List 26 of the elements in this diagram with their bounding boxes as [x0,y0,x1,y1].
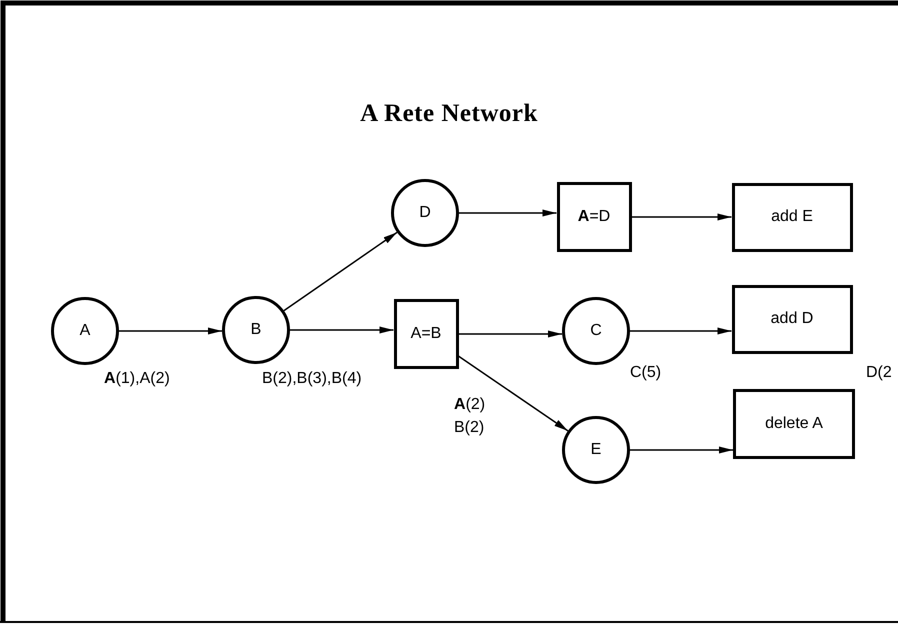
node-label: E [590,441,602,459]
arrow [284,232,398,312]
token-label: A(2) [454,396,486,414]
token-label: B(2),B(3),B(4) [262,370,362,388]
arrow [630,446,733,454]
arrow [458,356,568,432]
arrow [630,328,732,334]
node-label: add E [771,208,813,226]
arrow [290,326,394,334]
node-label: B [250,321,262,339]
token-label: A(1),A(2) [104,370,170,388]
token-label: D(2 [866,364,892,382]
arrow [119,328,222,334]
node-label: A [80,322,90,340]
node-label: C [590,322,602,340]
token-label: C(5) [630,364,662,382]
node-label: D [419,204,431,222]
diagram-title: A Rete Network [359,100,539,128]
arrow [458,330,562,338]
node-label: add D [770,310,814,328]
arrow [632,214,732,220]
token-label: B(2) [454,419,484,437]
node-label: A=D [578,208,610,226]
node-label: delete A [765,415,823,433]
arrow [459,210,556,216]
node-label: A=B [410,325,442,343]
